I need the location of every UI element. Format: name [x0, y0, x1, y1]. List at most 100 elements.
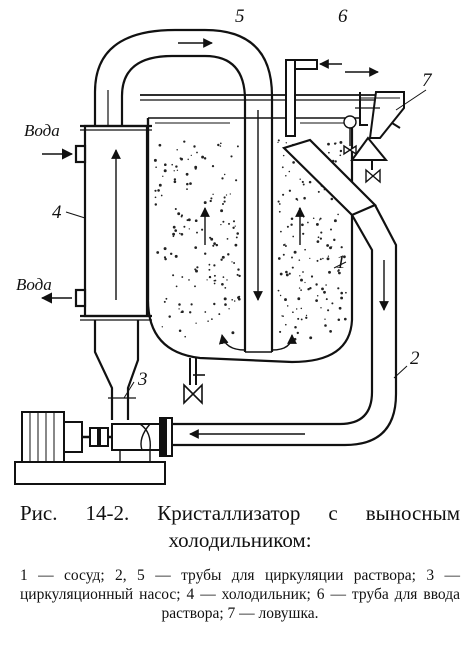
crystal-dot [337, 287, 340, 290]
crystal-dot [288, 272, 291, 275]
crystal-dot [301, 180, 304, 184]
label-4: 4 [52, 202, 62, 223]
crystal-dot [234, 225, 236, 227]
crystal-dot [307, 287, 310, 291]
crystal-dot [163, 300, 166, 303]
crystal-dot [174, 207, 177, 211]
crystal-dot [219, 142, 222, 145]
crystal-dot [210, 197, 213, 200]
crystal-dot [303, 196, 306, 200]
crystal-dot [211, 318, 213, 320]
crystal-dot [163, 169, 167, 173]
crystal-dot [302, 216, 305, 218]
crystal-dot [206, 279, 208, 281]
crystal-dot [300, 318, 303, 321]
crystal-dot [297, 297, 301, 301]
crystal-dot [208, 263, 211, 266]
crystal-dot [160, 194, 163, 197]
label-3: 3 [137, 369, 148, 390]
crystal-dot [181, 310, 184, 314]
crystal-dot [201, 155, 205, 159]
crystal-dot [177, 212, 181, 216]
crystal-dot [213, 242, 216, 245]
crystal-dot [339, 149, 343, 153]
pump-and-motor [14, 397, 173, 485]
crystal-dot [319, 217, 322, 220]
crystal-dot [173, 180, 177, 184]
crystal-dot [302, 183, 305, 186]
crystal-dot [286, 225, 289, 228]
crystal-dot [277, 141, 279, 144]
crystal-dot [282, 193, 285, 196]
crystal-dot [285, 142, 287, 144]
crystal-dot [290, 223, 293, 226]
crystal-dot [161, 326, 163, 328]
crystal-dot [334, 160, 337, 163]
crystal-dot [296, 308, 298, 310]
crystal-dot [173, 170, 175, 172]
crystal-dot [282, 154, 285, 157]
crystal-dot [278, 210, 281, 213]
crystal-dot [279, 330, 282, 333]
crystal-dot [300, 307, 303, 310]
crystal-dot [338, 306, 342, 310]
crystal-dot [226, 238, 229, 240]
crystal-dot [231, 298, 234, 301]
crystal-dot [204, 252, 207, 255]
circulation-arrows [200, 207, 305, 351]
crystal-dot [172, 232, 176, 236]
crystal-dot [235, 236, 238, 239]
crystal-dot [285, 270, 288, 274]
crystal-dot [196, 266, 199, 269]
crystal-dot [293, 250, 297, 254]
crystal-dot [316, 240, 320, 243]
crystal-dot [291, 266, 294, 269]
crystal-dot [194, 268, 197, 271]
crystal-dot [343, 255, 346, 259]
crystal-dot [345, 291, 347, 294]
crystal-dot [190, 154, 192, 157]
crystal-dot [154, 203, 158, 206]
crystal-dot [235, 179, 238, 182]
vessel [140, 94, 392, 405]
crystal-dot [302, 232, 305, 235]
crystal-dot [189, 182, 192, 185]
label-2: 2 [410, 348, 420, 369]
label-7: 7 [422, 70, 433, 91]
crystal-dot [194, 285, 196, 288]
crystal-dot [292, 235, 295, 238]
trap [343, 67, 405, 184]
crystal-dot [228, 222, 230, 225]
crystal-dot [193, 145, 196, 148]
callout-leaders [65, 89, 427, 399]
crystal-dot [194, 167, 197, 170]
crystal-dot [315, 222, 319, 226]
crystal-dot [174, 229, 178, 232]
crystal-dot [236, 145, 239, 148]
crystal-dot [279, 294, 282, 297]
crystal-dot [186, 188, 188, 191]
caption-title: Рис. 14-2. Кристаллизатор с выносным хол… [20, 501, 460, 552]
crystal-dot [322, 257, 324, 260]
crystal-dot [284, 243, 286, 245]
crystal-dot [221, 177, 224, 180]
crystal-dot [292, 311, 294, 314]
crystal-dot [213, 279, 216, 282]
crystal-dot [294, 326, 297, 329]
crystal-dot [219, 145, 222, 147]
crystal-dot [168, 315, 171, 318]
crystal-dot [310, 275, 314, 278]
crystal-dot [325, 284, 327, 286]
crystal-dot [153, 158, 157, 162]
crystal-dot [162, 175, 164, 177]
crystal-dot [158, 183, 162, 187]
crystal-dot [223, 196, 226, 199]
crystal-dot [329, 330, 332, 333]
crystal-dot [231, 331, 235, 335]
crystal-dot [277, 139, 280, 142]
crystal-dot [223, 200, 226, 203]
crystal-dot [229, 193, 231, 195]
crystal-dot [328, 151, 330, 154]
crystal-dot [327, 309, 330, 312]
crystal-dot [296, 331, 299, 335]
